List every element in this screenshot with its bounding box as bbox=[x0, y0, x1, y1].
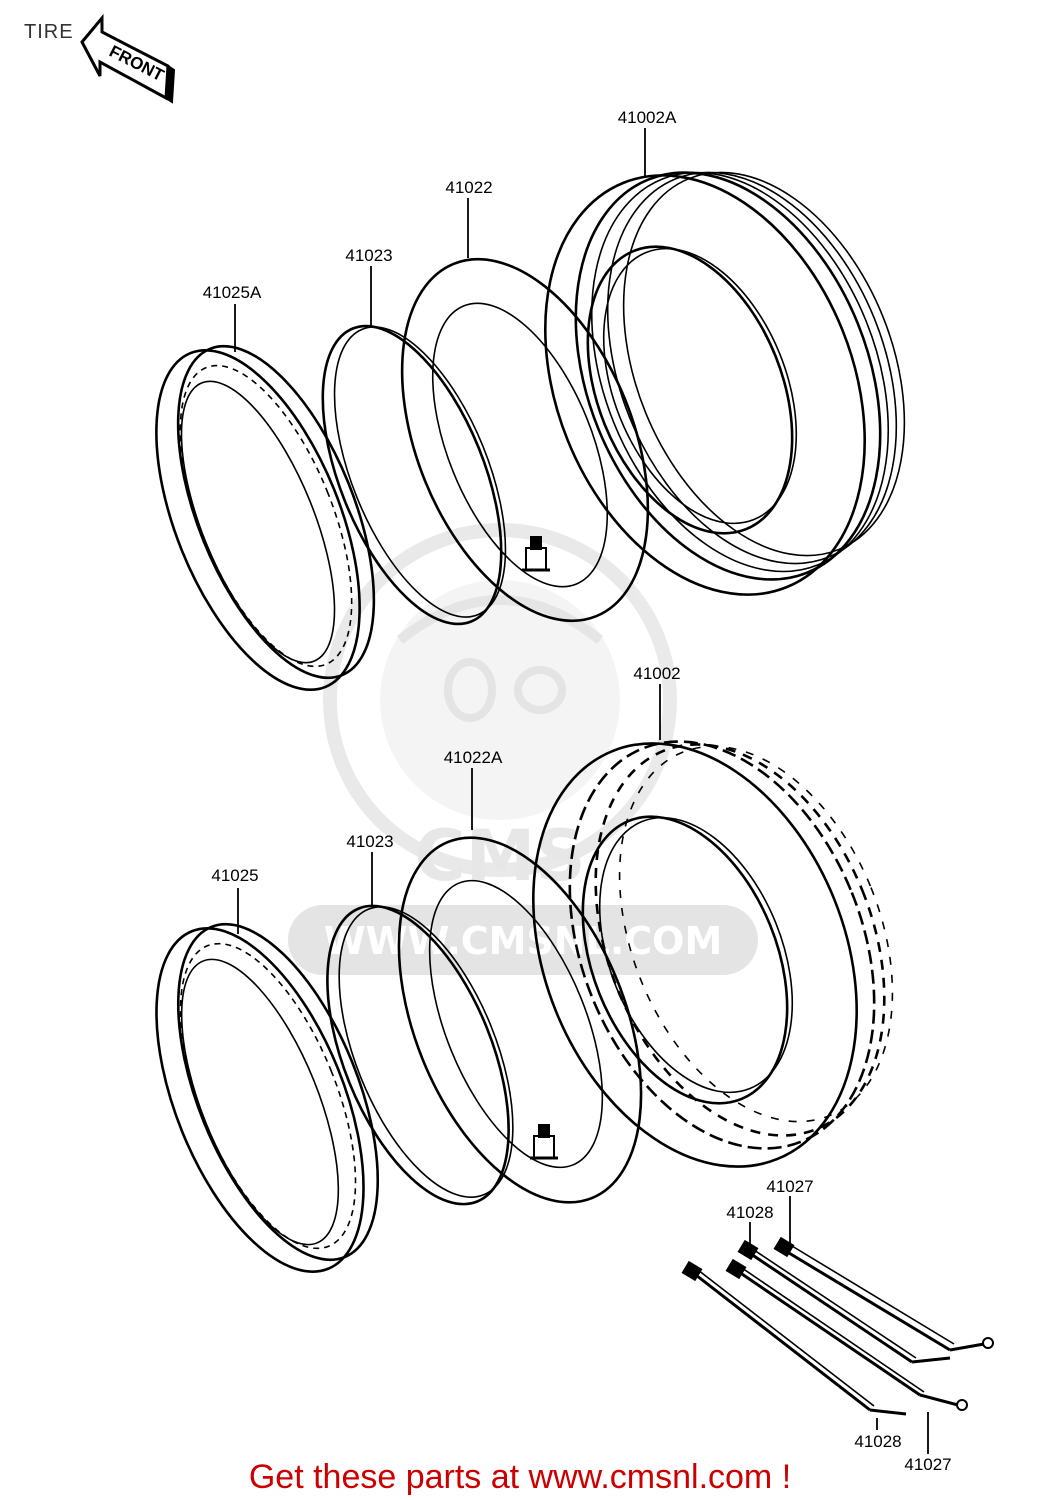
watermark-url: WWW.CMSNL.COM bbox=[324, 919, 723, 963]
label-41028-top: 41028 bbox=[726, 1203, 773, 1222]
rim-front bbox=[155, 344, 376, 691]
label-41025: 41025 bbox=[211, 866, 258, 885]
page-title: TIRE bbox=[24, 21, 74, 43]
spoke-lower-left bbox=[681, 1260, 907, 1416]
label-41027-top: 41027 bbox=[766, 1177, 813, 1196]
spoke-upper-right bbox=[773, 1236, 994, 1352]
valve-rear bbox=[530, 1124, 558, 1160]
tire-rear bbox=[532, 740, 894, 1168]
tire-front bbox=[544, 171, 906, 596]
watermark: CMS WWW.CMSNL.COM bbox=[288, 523, 758, 975]
label-41025A: 41025A bbox=[203, 283, 262, 302]
tube-front bbox=[400, 257, 650, 623]
label-41022A: 41022A bbox=[444, 748, 503, 767]
rim-band-front bbox=[321, 324, 507, 626]
watermark-logo: CMS bbox=[414, 815, 585, 897]
label-41027-bottom: 41027 bbox=[904, 1455, 951, 1474]
tube-rear bbox=[397, 836, 643, 1204]
label-41023-front: 41023 bbox=[345, 246, 392, 265]
label-41023-rear: 41023 bbox=[346, 832, 393, 851]
rim-rear bbox=[155, 922, 380, 1273]
valve-front bbox=[522, 536, 550, 572]
front-arrow: FRONT bbox=[80, 13, 176, 104]
spoke-lower-right bbox=[725, 1258, 968, 1411]
label-41022: 41022 bbox=[445, 178, 492, 197]
rim-band-rear bbox=[326, 904, 514, 1206]
spokes bbox=[681, 1236, 994, 1416]
footer-link[interactable]: Get these parts at www.cmsnl.com ! bbox=[249, 1458, 791, 1496]
spoke-upper-left bbox=[737, 1239, 951, 1364]
label-41002A: 41002A bbox=[618, 108, 677, 127]
label-41028-bottom: 41028 bbox=[854, 1432, 901, 1451]
label-41002: 41002 bbox=[633, 664, 680, 683]
